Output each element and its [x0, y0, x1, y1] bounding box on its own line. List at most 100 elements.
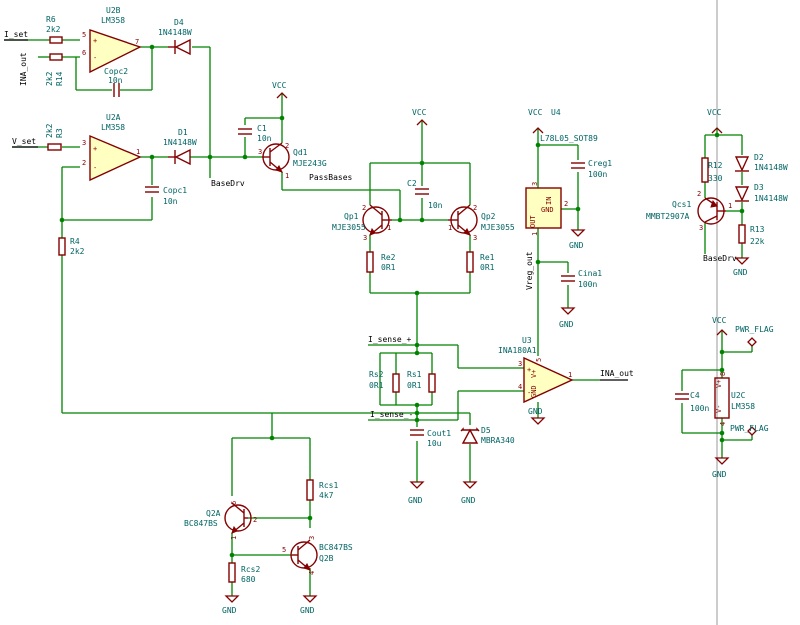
- svg-text:2k2: 2k2: [46, 25, 61, 34]
- svg-text:R4: R4: [70, 237, 80, 246]
- svg-text:Q2B: Q2B: [319, 554, 334, 563]
- svg-text:GND: GND: [712, 470, 727, 479]
- svg-text:Qcs1: Qcs1: [672, 200, 691, 209]
- resistor-R12: R12 330: [701, 157, 723, 183]
- svg-text:LM358: LM358: [731, 402, 755, 411]
- opamp-U2A: + - 3 2 1 U2A LM358: [82, 113, 142, 182]
- label-passbases: PassBases: [309, 173, 353, 182]
- net-labels: I_set INA_out V_set BaseDrv PassBases Vr…: [4, 30, 737, 419]
- svg-text:OUT: OUT: [529, 215, 537, 228]
- label-ina-out-out: INA_out: [600, 369, 634, 378]
- svg-text:GND: GND: [528, 407, 543, 416]
- svg-text:GND: GND: [300, 606, 315, 615]
- svg-text:5: 5: [82, 31, 86, 39]
- svg-text:2: 2: [285, 142, 289, 150]
- svg-text:1: 1: [448, 224, 452, 232]
- svg-text:U3: U3: [522, 336, 532, 345]
- svg-text:3: 3: [308, 536, 316, 540]
- svg-text:LM358: LM358: [101, 123, 125, 132]
- svg-text:5: 5: [282, 546, 286, 554]
- svg-text:MJE3055: MJE3055: [332, 223, 366, 232]
- svg-text:1N4148W: 1N4148W: [754, 194, 788, 203]
- svg-text:Qp2: Qp2: [481, 212, 496, 221]
- svg-text:2: 2: [564, 200, 568, 208]
- svg-text:3: 3: [82, 139, 86, 147]
- capacitor-Cout1: Cout1 10u: [410, 429, 451, 448]
- resistor-R3: 2k2 R3: [45, 123, 64, 151]
- label-i-sense-m: I_sense_-: [370, 410, 413, 419]
- junctions: [59, 44, 745, 558]
- power-gnd-q2b: GND: [300, 595, 318, 615]
- svg-text:IN: IN: [545, 197, 553, 205]
- svg-text:D3: D3: [754, 183, 764, 192]
- label-v-set: V_set: [12, 137, 36, 146]
- svg-text:U2A: U2A: [106, 113, 121, 122]
- svg-text:100n: 100n: [690, 404, 709, 413]
- diode-D3: D3 1N4148W: [734, 183, 788, 203]
- svg-text:MMBT2907A: MMBT2907A: [646, 212, 690, 221]
- resistor-Rcs1: Rcs1 4k7: [306, 479, 338, 501]
- svg-text:Rcs1: Rcs1: [319, 481, 338, 490]
- svg-text:1N4148W: 1N4148W: [163, 138, 197, 147]
- svg-text:R3: R3: [55, 128, 64, 138]
- svg-text:1: 1: [531, 232, 539, 236]
- svg-text:V+: V+: [530, 370, 538, 378]
- svg-text:1: 1: [230, 536, 238, 540]
- svg-text:+: +: [93, 37, 97, 45]
- svg-text:0R1: 0R1: [381, 263, 396, 272]
- svg-text:3: 3: [473, 234, 477, 242]
- label-i-set: I_set: [4, 30, 28, 39]
- svg-text:GND: GND: [569, 241, 584, 250]
- svg-text:1N4148W: 1N4148W: [754, 163, 788, 172]
- power-vcc-qcs: VCC: [707, 108, 723, 134]
- power-gnd-u2c: GND: [712, 457, 730, 479]
- svg-text:GND: GND: [733, 268, 748, 277]
- svg-text:Qd1: Qd1: [293, 148, 308, 157]
- power-gnd-u4: GND: [569, 229, 586, 250]
- svg-text:MJE3055: MJE3055: [481, 223, 515, 232]
- svg-text:2k2: 2k2: [45, 123, 54, 138]
- svg-text:V-: V-: [715, 405, 723, 413]
- svg-text:3: 3: [531, 182, 539, 186]
- svg-text:10n: 10n: [108, 76, 123, 85]
- svg-text:3: 3: [258, 148, 262, 156]
- svg-text:U2B: U2B: [106, 6, 121, 15]
- svg-text:1: 1: [728, 202, 732, 210]
- svg-text:GND: GND: [541, 206, 554, 214]
- svg-text:V+: V+: [715, 380, 723, 388]
- svg-text:6: 6: [230, 501, 238, 505]
- power-vcc-reg: VCC: [528, 108, 544, 134]
- svg-text:330: 330: [708, 174, 723, 183]
- transistor-Qp2: 1 2 3 Qp2 MJE3055: [448, 204, 515, 242]
- svg-text:4: 4: [518, 383, 522, 391]
- svg-text:680: 680: [241, 575, 256, 584]
- svg-text:D1: D1: [178, 128, 188, 137]
- svg-text:22k: 22k: [750, 237, 765, 246]
- svg-text:1: 1: [568, 371, 572, 379]
- label-basedrv-b: BaseDrv: [703, 254, 737, 263]
- resistor-Re1: Re1 0R1: [466, 251, 495, 273]
- svg-text:D5: D5: [481, 426, 491, 435]
- svg-text:2: 2: [82, 159, 86, 167]
- svg-text:100n: 100n: [588, 170, 607, 179]
- resistor-R4: R4 2k2: [58, 237, 85, 256]
- power-gnd-rcs2: GND: [222, 595, 240, 615]
- svg-text:7: 7: [135, 38, 139, 46]
- svg-text:Rcs2: Rcs2: [241, 565, 260, 574]
- svg-text:R13: R13: [750, 225, 765, 234]
- label-ina-out-in: INA_out: [19, 52, 28, 86]
- svg-text:PWR_FLAG: PWR_FLAG: [730, 424, 769, 433]
- resistor-R6: R6 2k2: [46, 15, 63, 44]
- power-gnd-d5: GND: [461, 481, 478, 505]
- label-basedrv: BaseDrv: [211, 179, 245, 188]
- power-gnd-cout: GND: [408, 481, 425, 505]
- svg-text:D4: D4: [174, 18, 184, 27]
- power-vcc-qd1: VCC: [272, 81, 288, 99]
- svg-text:C4: C4: [690, 391, 700, 400]
- svg-text:R12: R12: [708, 161, 723, 170]
- svg-text:VCC: VCC: [707, 108, 722, 117]
- svg-text:100n: 100n: [578, 280, 597, 289]
- svg-text:VCC: VCC: [712, 316, 727, 325]
- svg-text:D2: D2: [754, 153, 764, 162]
- resistor-Re2: Re2 0R1: [366, 251, 396, 273]
